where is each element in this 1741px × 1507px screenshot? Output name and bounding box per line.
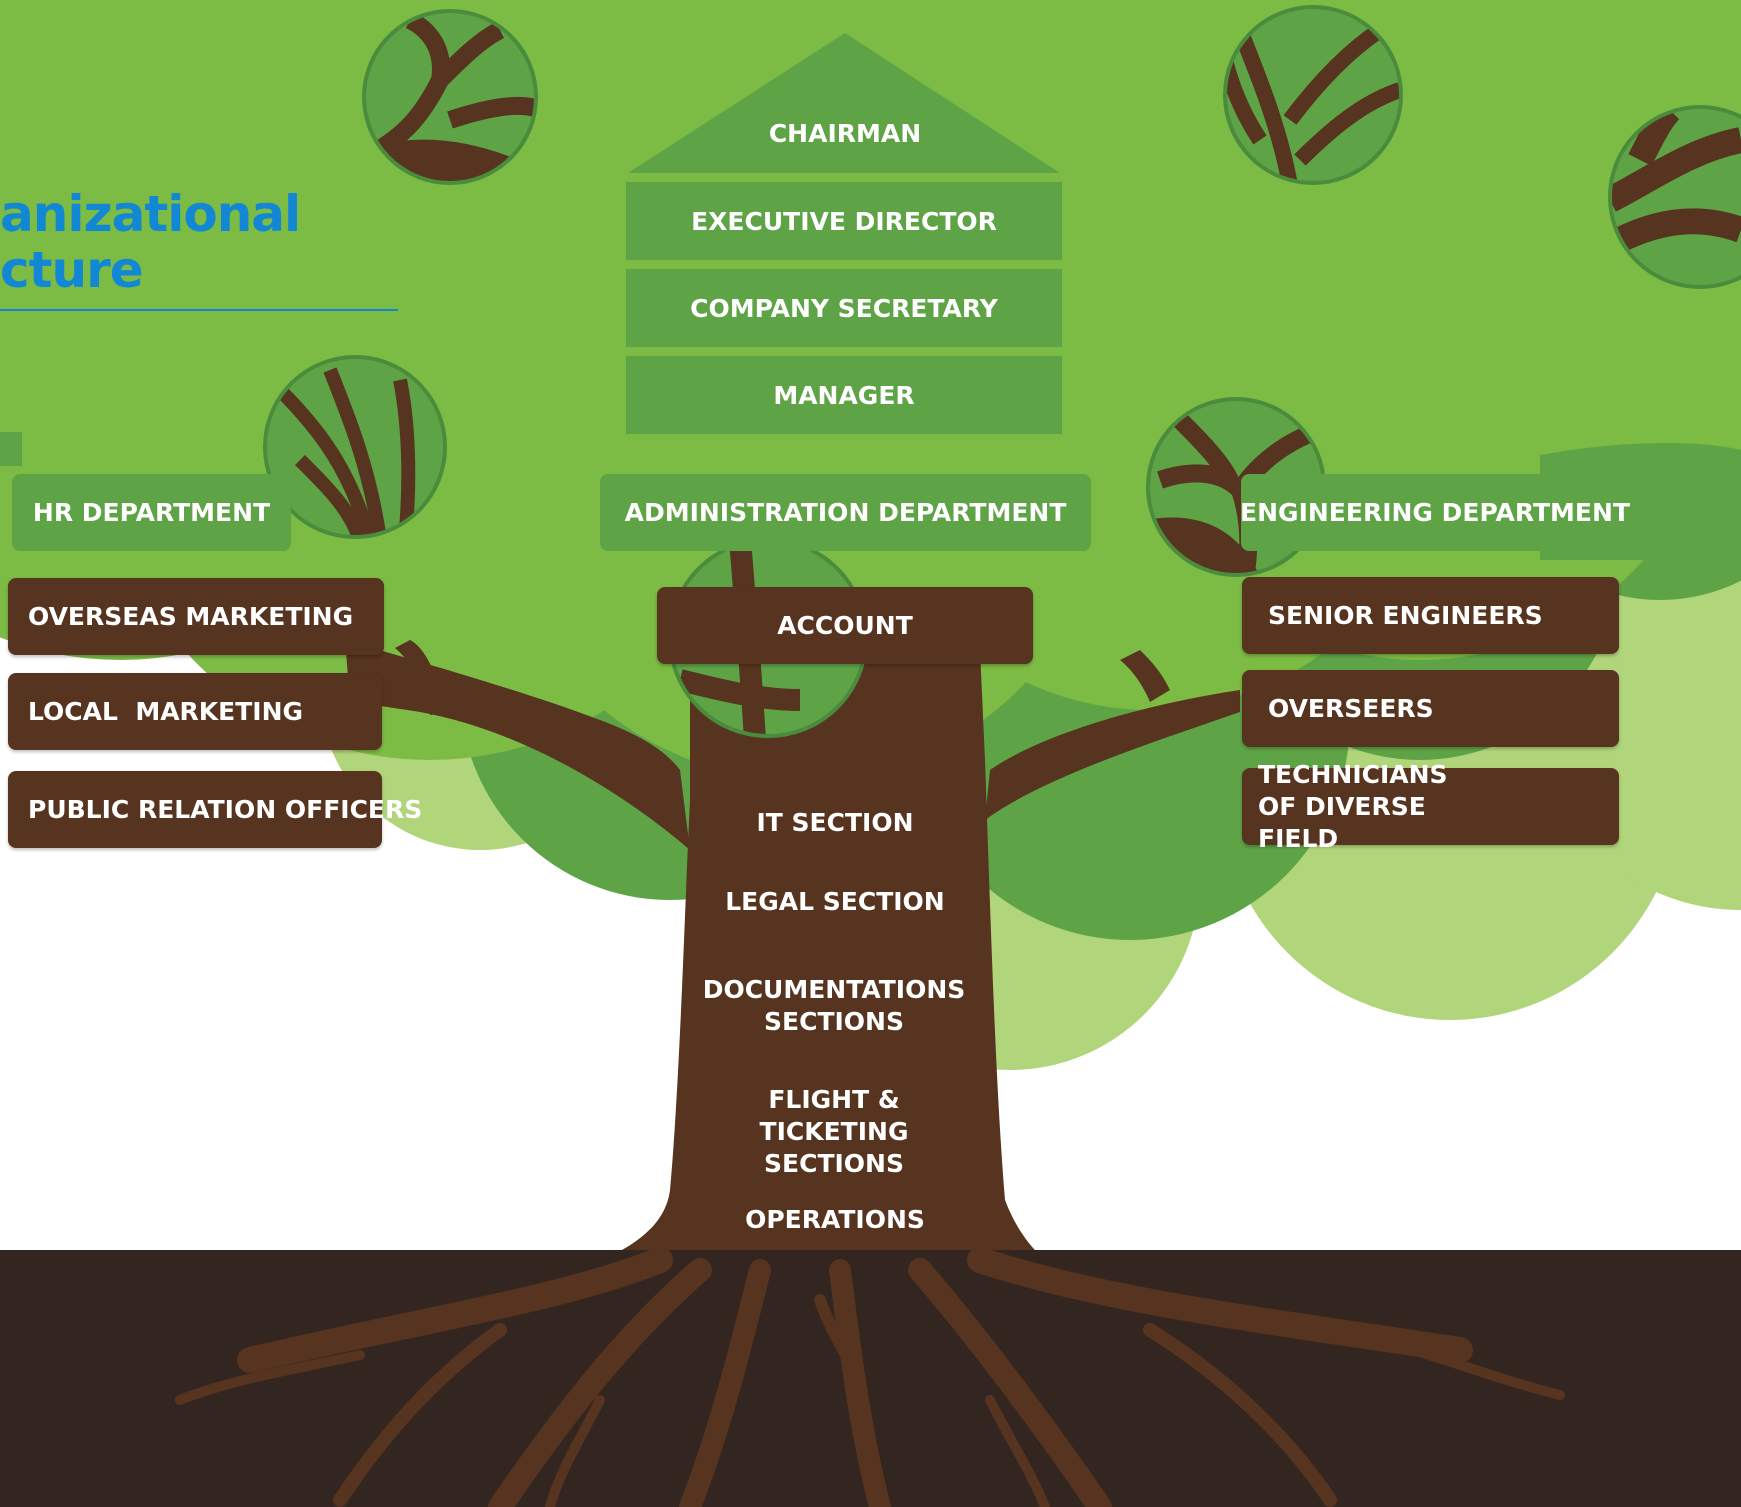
company-secretary-node: COMPANY SECRETARY [626,269,1062,347]
chairman-node: CHAIRMAN [700,108,990,158]
company-secretary-label: COMPANY SECRETARY [690,293,998,323]
chart-title-line-1: anizational [0,185,301,243]
senior-engineers-label: SENIOR ENGINEERS [1268,601,1543,630]
manager-label: MANAGER [773,380,915,410]
administration-department-label: ADMINISTRATION DEPARTMENT [624,498,1067,527]
cutout-2 [1225,7,1401,183]
account-label: ACCOUNT [777,611,913,640]
executive-director-label: EXECUTIVE DIRECTOR [691,206,997,236]
executive-director-node: EXECUTIVE DIRECTOR [626,182,1062,260]
chairman-roof [628,33,1060,173]
technicians-label: TECHNICIANS OF DIVERSE FIELD [1258,759,1448,853]
chart-title-line-2: cture [0,241,144,299]
public-relation-officers-label: PUBLIC RELATION OFFICERS [28,795,423,824]
roots [175,1247,1565,1507]
manager-node: MANAGER [626,356,1062,434]
trunk [345,640,1240,1275]
account-node: ACCOUNT [657,587,1033,664]
it-section-label: IT SECTION [756,808,914,837]
engineering-department-node: ENGINEERING DEPARTMENT [1240,474,1630,551]
public-relation-officers-node: PUBLIC RELATION OFFICERS [8,771,422,848]
chairman-label: CHAIRMAN [768,118,922,148]
overseas-marketing-node: OVERSEAS MARKETING [8,578,384,655]
technicians-node: TECHNICIANS OF DIVERSE FIELD [1242,760,1619,853]
hr-department-node: HR DEPARTMENT [12,474,291,551]
administration-department-node: ADMINISTRATION DEPARTMENT [600,474,1091,551]
documentations-sections-label: DOCUMENTATIONS SECTIONS [702,975,966,1036]
overseers-node: OVERSEERS [1242,670,1619,747]
overseers-label: OVERSEERS [1268,694,1434,723]
local-marketing-node: LOCAL MARKETING [8,673,382,750]
operations-label: OPERATIONS [745,1205,925,1234]
senior-engineers-node: SENIOR ENGINEERS [1242,577,1619,654]
legal-section-label: LEGAL SECTION [725,887,945,916]
engineering-department-label: ENGINEERING DEPARTMENT [1240,498,1630,527]
cutout-4 [265,357,445,537]
local-marketing-label: LOCAL MARKETING [28,697,304,726]
hr-department-label: HR DEPARTMENT [32,498,271,527]
flight-ticketing-sections-label: FLIGHT & TICKETING SECTIONS [759,1085,909,1178]
title-underline [0,309,398,311]
overseas-marketing-label: OVERSEAS MARKETING [28,602,354,631]
